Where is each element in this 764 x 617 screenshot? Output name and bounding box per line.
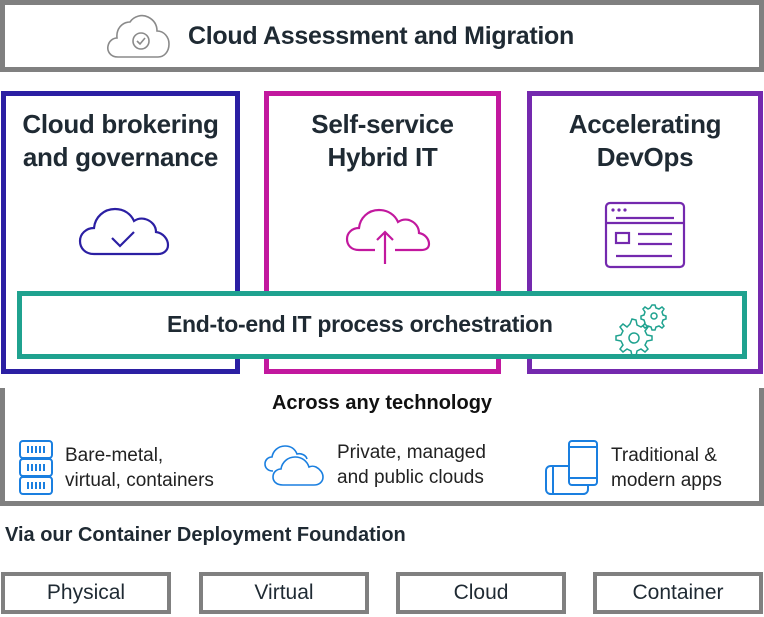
cloud-check-icon: [78, 207, 170, 256]
technology-item-infrastructure: Bare-metal, virtual, containers: [19, 440, 214, 496]
foundation-option-cloud[interactable]: Cloud: [396, 572, 566, 614]
technology-item-text: Traditional & modern apps: [611, 443, 722, 493]
orchestration-band: End-to-end IT process orchestration: [17, 291, 747, 359]
foundation-option-virtual[interactable]: Virtual: [199, 572, 369, 614]
technology-panel: Across any technology Bare-metal, virtua…: [0, 388, 764, 506]
pillar-title-line2: DevOps: [596, 142, 694, 172]
browser-window-icon: [604, 201, 686, 269]
pillar-title-line1: Accelerating: [568, 109, 722, 139]
orchestration-title: End-to-end IT process orchestration: [167, 311, 553, 337]
gears-icon: [615, 304, 667, 354]
clouds-icon: [264, 445, 324, 486]
server-rack-icon: [19, 440, 53, 495]
pillar-title-line1: Cloud brokering: [22, 109, 219, 139]
pillar-title: Self-service Hybrid IT: [269, 108, 496, 174]
technology-item-line1: Traditional &: [611, 445, 717, 466]
technology-item-text: Private, managed and public clouds: [337, 440, 486, 490]
pillar-title-line2: and governance: [22, 142, 219, 172]
foundation-option-container[interactable]: Container: [593, 572, 763, 614]
technology-item-line1: Private, managed: [337, 442, 486, 463]
technology-item-clouds: Private, managed and public clouds: [263, 440, 486, 490]
header-title: Cloud Assessment and Migration: [188, 22, 574, 50]
technology-item-line2: and public clouds: [337, 467, 484, 488]
foundation-title: Via our Container Deployment Foundation: [5, 524, 406, 546]
technology-item-text: Bare-metal, virtual, containers: [65, 443, 214, 493]
pillar-title: Cloud brokering and governance: [6, 108, 235, 174]
cloud-upload-icon: [345, 208, 431, 264]
technology-item-line1: Bare-metal,: [65, 445, 164, 466]
devices-icon: [545, 440, 598, 495]
technology-title: Across any technology: [271, 392, 493, 414]
technology-item-line2: modern apps: [611, 470, 722, 491]
technology-item-line2: virtual, containers: [65, 470, 214, 491]
technology-item-apps: Traditional & modern apps: [545, 440, 722, 496]
header-banner: [0, 0, 764, 72]
pillar-title-line2: Hybrid IT: [327, 142, 438, 172]
foundation-option-physical[interactable]: Physical: [1, 572, 171, 614]
pillar-title: Accelerating DevOps: [532, 108, 758, 174]
cloud-check-icon: [107, 14, 170, 58]
pillar-title-line1: Self-service: [311, 109, 454, 139]
